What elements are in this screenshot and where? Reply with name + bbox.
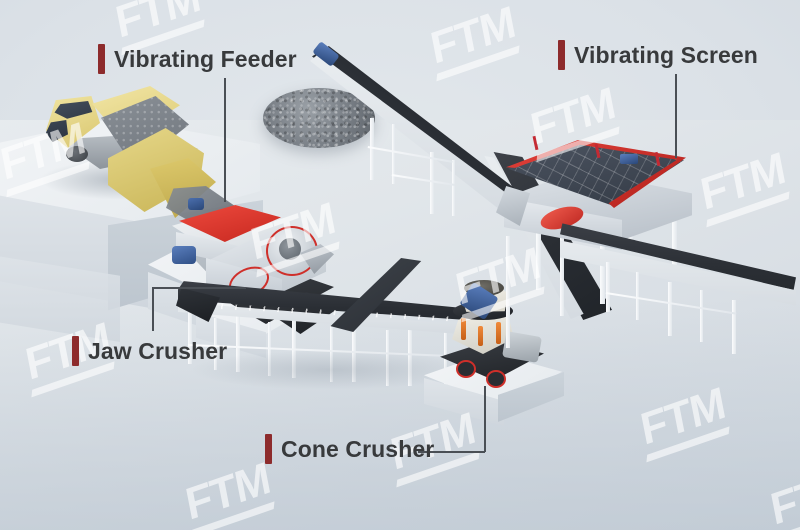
label-jaw-crusher[interactable]: Jaw Crusher: [72, 336, 227, 366]
conveyor-incline-leg: [430, 152, 434, 214]
leader-cone-crusher: [484, 386, 486, 452]
conveyor-return-leg: [732, 300, 736, 354]
label-vibrating-feeder[interactable]: Vibrating Feeder: [98, 44, 297, 74]
label-vibrating-screen[interactable]: Vibrating Screen: [558, 40, 758, 70]
cone-crusher-hydraulic-cylinder: [496, 322, 501, 344]
screen-support-leg: [536, 216, 541, 290]
label-text: Vibrating Screen: [574, 41, 758, 68]
cone-crusher-wheel-rear: [486, 370, 506, 388]
cone-crusher-hydraulic-cylinder: [461, 318, 466, 340]
label-cone-crusher[interactable]: Cone Crusher: [265, 434, 434, 464]
label-text: Cone Crusher: [281, 435, 435, 462]
label-accent-bar: [72, 336, 79, 366]
cone-crusher-hydraulic-cylinder: [478, 326, 483, 346]
conveyor-main-leg: [236, 316, 240, 372]
ground-shading: [0, 300, 800, 530]
truck-side-window: [46, 120, 68, 143]
label-text: Vibrating Feeder: [114, 45, 297, 72]
label-accent-bar: [558, 40, 565, 70]
conveyor-main-leg: [214, 318, 217, 370]
watermark-ftm: FTM: [427, 0, 520, 82]
leader-cone-crusher: [418, 451, 485, 453]
conveyor-return-leg: [700, 290, 703, 342]
label-accent-bar: [265, 434, 272, 464]
gravel-pile: [263, 88, 375, 148]
conveyor-incline-leg: [392, 124, 395, 184]
leader-jaw-crusher: [152, 287, 246, 289]
label-accent-bar: [98, 44, 105, 74]
leader-vibrating-feeder: [224, 78, 226, 202]
conveyor-screen-leg: [560, 212, 564, 316]
conveyor-main-leg: [188, 312, 192, 364]
truck-windshield: [54, 101, 93, 119]
leader-jaw-crusher: [152, 287, 154, 331]
conveyor-return-leg: [668, 282, 672, 336]
jaw-crusher-flywheel-hub: [279, 238, 301, 260]
conveyor-main-shadow: [190, 350, 470, 390]
feeder-drive-unit: [188, 198, 204, 210]
cone-crusher-wheel-front: [456, 360, 476, 378]
conveyor-main-leg: [386, 330, 389, 386]
leader-vibrating-screen: [675, 74, 677, 158]
conveyor-main-leg: [408, 328, 412, 386]
screen-junction-box: [620, 154, 638, 164]
conveyor-screen-leg: [506, 236, 510, 348]
conveyor-return-leg: [606, 262, 610, 312]
truck-wheel-front: [66, 146, 88, 162]
feeder-motor: [172, 246, 196, 264]
conveyor-incline-leg: [452, 160, 455, 216]
screen-support-leg: [672, 196, 677, 276]
conveyor-main-leg: [330, 326, 333, 382]
label-text: Jaw Crusher: [88, 337, 228, 364]
